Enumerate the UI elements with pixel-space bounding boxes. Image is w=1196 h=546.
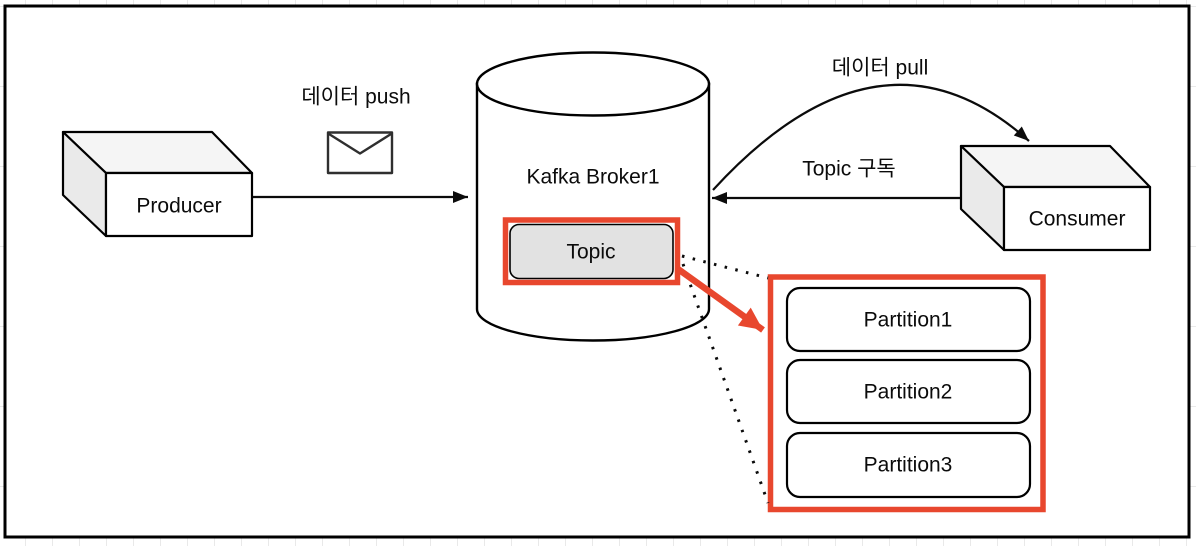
consumer-node	[959, 144, 1152, 252]
pull-arrow	[712, 83, 1030, 191]
broker-label: Kafka Broker1	[526, 165, 660, 189]
broker-cylinder	[475, 51, 711, 342]
push-edge-label: 데이터 push	[301, 85, 411, 109]
partition3-label: Partition3	[863, 453, 953, 477]
partition2-label: Partition2	[863, 380, 953, 404]
producer-node	[61, 130, 254, 238]
producer-label: Producer	[136, 194, 222, 218]
topic-node	[509, 223, 674, 280]
topic-label: Topic	[566, 240, 616, 264]
partition3-node	[785, 431, 1032, 499]
partition1-node	[785, 286, 1032, 353]
topic-to-partitions-arrow	[676, 266, 765, 333]
topic-highlight-frame	[502, 217, 681, 286]
partition1-label: Partition1	[863, 308, 953, 332]
envelope-icon	[326, 131, 394, 175]
pull-edge-label: 데이터 pull	[831, 56, 929, 80]
consumer-label: Consumer	[1028, 207, 1126, 231]
callout-dotted-line-bottom	[681, 263, 770, 504]
subscribe-edge-label: Topic 구독	[802, 157, 896, 181]
partition2-node	[785, 358, 1032, 425]
callout-dotted-line-top	[681, 254, 769, 280]
